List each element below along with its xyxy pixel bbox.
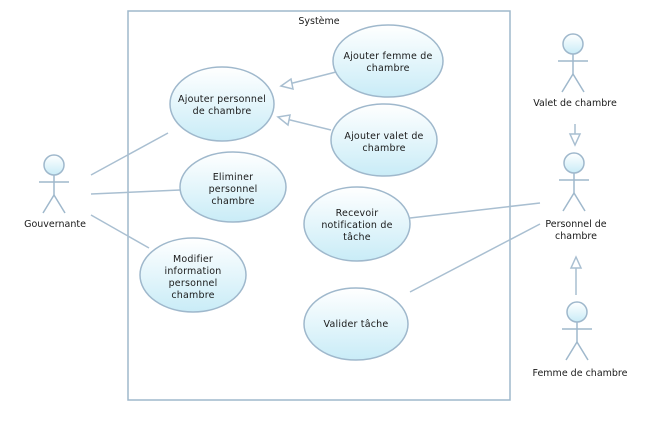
actor-leg-icon (576, 341, 589, 361)
actor-femme[interactable]: Femme de chambre (533, 301, 628, 379)
use-case-label: tâche (343, 232, 371, 243)
actor-leg-icon (565, 341, 578, 361)
use-case-label: Modifier (173, 254, 213, 265)
use-case-label: chambre (362, 143, 405, 154)
use-case-label: chambre (211, 196, 254, 207)
use-case-label: Eliminer (213, 172, 254, 183)
use-case-label: Ajouter valet de (344, 131, 423, 142)
actor-head-icon (562, 33, 584, 55)
use-case-label: Valider tâche (324, 319, 389, 330)
association-line (90, 189, 181, 195)
actor-head-icon (563, 152, 585, 174)
generalization-arrowhead (279, 77, 294, 91)
use-case-label: personnel (169, 278, 218, 289)
use-case-label: notification de (321, 220, 392, 231)
generalization-arrowhead (276, 114, 291, 127)
actor-label: Valet de chambre (533, 98, 617, 109)
actor-leg-icon (42, 194, 55, 214)
use-case-ajouter-valet[interactable]: Ajouter valet de chambre (330, 103, 438, 177)
use-case-label: de chambre (193, 106, 252, 117)
use-case-label: chambre (366, 63, 409, 74)
use-case-recevoir[interactable]: Recevoir notification de tâche (303, 186, 411, 262)
use-case-ajouter-femme[interactable]: Ajouter femme de chambre (332, 24, 444, 98)
actor-gouvernante[interactable]: Gouvernante (24, 154, 86, 230)
association-line (409, 202, 541, 219)
association-line (409, 223, 541, 293)
actor-label: chambre (555, 231, 597, 242)
actor-leg-icon (573, 192, 586, 212)
system-boundary: Système (127, 10, 511, 401)
actor-valet[interactable]: Valet de chambre (533, 33, 617, 109)
actor-label: Gouvernante (24, 219, 86, 230)
actor-leg-icon (562, 192, 575, 212)
use-case-ajouter-personnel[interactable]: Ajouter personnel de chambre (169, 66, 275, 142)
actor-head-icon (566, 301, 588, 323)
use-case-label: information (164, 266, 221, 277)
actor-generalization-arrowhead (569, 255, 583, 269)
actor-leg-icon (53, 194, 66, 214)
actor-label: Personnel de (545, 219, 606, 230)
use-case-label: Ajouter personnel (178, 94, 266, 105)
actor-generalization-arrowhead (568, 133, 582, 147)
actor-leg-icon (561, 73, 574, 93)
actor-label: Femme de chambre (533, 368, 628, 379)
use-case-label: Recevoir (336, 208, 379, 219)
use-case-label: Ajouter femme de (343, 51, 432, 62)
use-case-valider[interactable]: Valider tâche (303, 287, 409, 361)
actor-head-icon (43, 154, 65, 176)
actor-leg-icon (572, 73, 585, 93)
connectors (90, 71, 583, 295)
association-line (90, 132, 169, 176)
use-case-eliminer[interactable]: Eliminer personnel chambre (179, 151, 287, 223)
association-line (90, 214, 150, 249)
system-title: Système (298, 16, 339, 27)
use-case-label: chambre (171, 290, 214, 301)
use-case-modifier[interactable]: Modifier information personnel chambre (139, 237, 247, 313)
use-case-label: personnel (209, 184, 258, 195)
actor-personnel[interactable]: Personnel de chambre (545, 152, 607, 242)
